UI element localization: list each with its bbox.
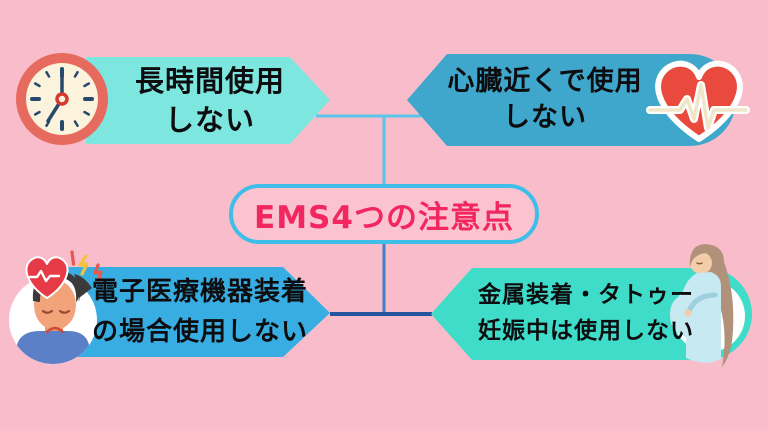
banner-top-right [407,54,736,146]
page-title: EMS4つの注意点 [254,199,514,236]
banner-top-left [86,57,330,144]
shirt [16,331,90,364]
sick-person-icon [9,250,103,364]
label-line2: 妊娠中は使用しない [478,318,694,344]
label-bottom-right: 金属装着・タトゥー 妊娠中は使用しない [478,272,696,356]
label-line2: しない [164,102,255,137]
label-line1: 金属装着・タトゥー [478,282,694,309]
small-heart [25,256,69,299]
pain-sparks [70,250,103,284]
banner-bottom-left [30,267,330,357]
label-line1: 電子医療機器装着 [92,276,309,307]
clock-icon [16,53,108,145]
label-line2: の場合使用しない [92,317,309,347]
label-bottom-left: 電子医療機器装着 の場合使用しない [92,269,334,355]
title-pill: EMS4つの注意点 [229,184,539,244]
arm [686,292,718,314]
banner-bottom-right [431,268,752,360]
heartbeat-icon [646,60,750,142]
label-line1: 長時間使用 [134,64,285,99]
hair-long [690,244,734,367]
pregnant-woman-icon [669,244,745,367]
sad-mouth [45,326,65,334]
label-line1: 心臓近くで使用 [447,66,643,98]
label-top-left: 長時間使用 しない [104,57,316,144]
label-line2: しない [503,102,587,133]
closed-eyes [41,309,71,314]
label-top-right: 心臓近くで使用 しない [434,54,656,146]
